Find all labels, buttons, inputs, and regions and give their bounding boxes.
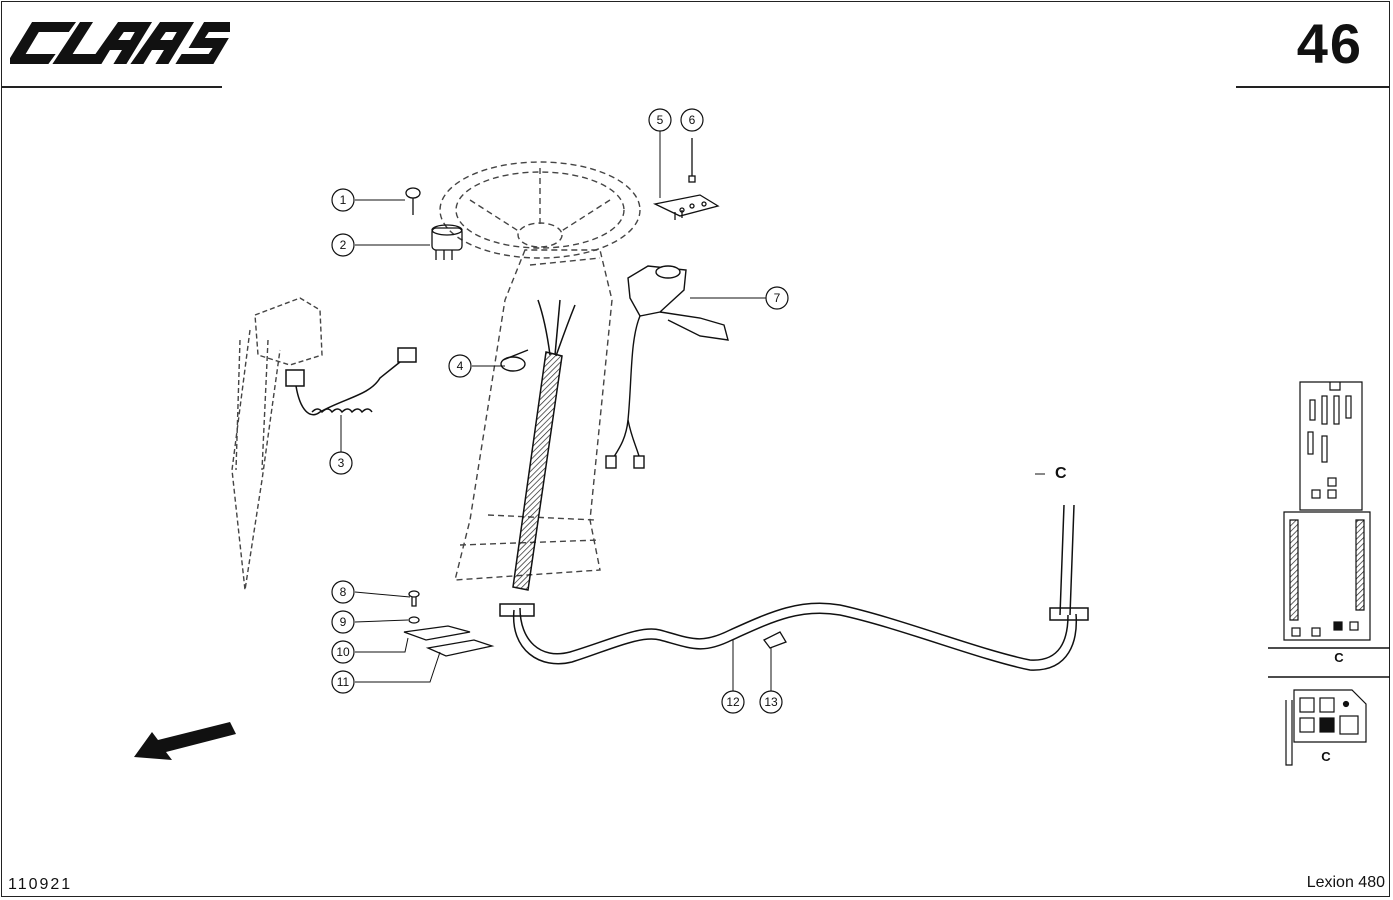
callout-3: 3 <box>329 451 353 475</box>
claas-logo <box>10 22 230 64</box>
multifunction-lever-drawing <box>605 265 729 469</box>
svg-text:3: 3 <box>338 456 345 470</box>
wiper-assembly-phantom <box>231 297 323 591</box>
callout-7: 7 <box>765 286 789 310</box>
svg-text:11: 11 <box>337 675 350 689</box>
callout-6: 6 <box>680 108 704 132</box>
callout-2: 2 <box>331 233 355 257</box>
header-rule-left <box>2 86 222 88</box>
svg-text:4: 4 <box>457 359 464 373</box>
svg-text:10: 10 <box>336 645 350 659</box>
svg-text:9: 9 <box>340 615 347 629</box>
harness-clip-drawing <box>763 631 787 649</box>
svg-text:1: 1 <box>340 193 347 207</box>
callout-5: 5 <box>648 108 672 132</box>
svg-text:13: 13 <box>764 695 778 709</box>
header-rule-right <box>1236 86 1390 88</box>
inset-label-c-1: C <box>1334 650 1344 665</box>
inset-connector-plate: C <box>1268 676 1390 766</box>
callout-1: 1 <box>331 188 355 212</box>
main-harness-drawing <box>499 504 1089 671</box>
callout-4: 4 <box>448 354 472 378</box>
wiper-cable-drawing <box>285 347 417 416</box>
svg-text:12: 12 <box>726 695 740 709</box>
clip-drawing <box>500 349 529 372</box>
model-name: Lexion 480 <box>1306 874 1385 891</box>
ignition-switch-drawing <box>405 187 463 260</box>
column-harness-drawing <box>512 299 576 591</box>
inset-relay-board: C <box>1268 381 1390 665</box>
callout-11: 11 <box>331 670 355 694</box>
callout-12: 12 <box>721 690 745 714</box>
direction-arrow <box>134 722 236 760</box>
svg-text:2: 2 <box>340 238 347 252</box>
svg-text:6: 6 <box>689 113 696 127</box>
leader-lines <box>340 131 772 691</box>
plate-drawing <box>652 138 720 220</box>
svg-text:5: 5 <box>657 113 664 127</box>
connector-label-c: C <box>1055 465 1067 482</box>
bracket-set-drawing <box>403 590 495 657</box>
callout-10: 10 <box>331 640 355 664</box>
callout-9: 9 <box>331 610 355 634</box>
page-number: 46 <box>1296 12 1363 75</box>
drawing-number: 110921 <box>8 876 73 893</box>
callout-13: 13 <box>759 690 783 714</box>
inset-label-c-2: C <box>1321 749 1331 764</box>
svg-text:7: 7 <box>774 291 781 305</box>
svg-text:8: 8 <box>340 585 347 599</box>
callout-8: 8 <box>331 580 355 604</box>
